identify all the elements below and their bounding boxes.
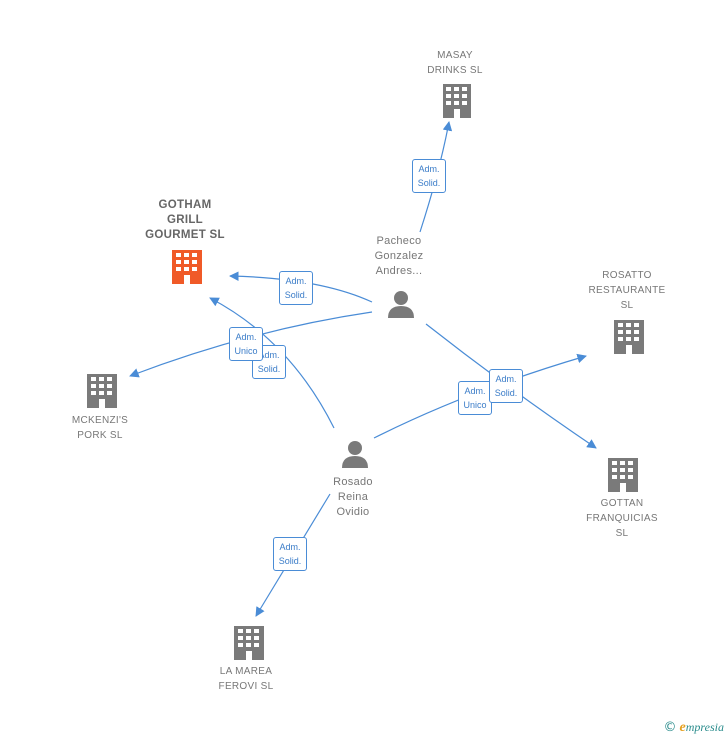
edge-label-rosado-lamarea: Adm. Solid. (273, 537, 307, 571)
node-label-lamarea[interactable]: LA MAREA FEROVI SL (218, 666, 274, 692)
building-icon-rosatto (614, 320, 644, 354)
edge-label-rosado-rosatto: Adm. Unico (458, 381, 492, 415)
brand-name: mpresia (685, 720, 724, 734)
node-label-gotham[interactable]: GOTHAM GRILL GOURMET SL (145, 199, 225, 241)
building-icon-mckenzis (87, 374, 117, 408)
edge-label-pacheco-masay: Adm. Solid. (412, 159, 446, 193)
brand-initial: e (679, 720, 686, 735)
edge-label-pacheco-gotham: Adm. Solid. (279, 271, 313, 305)
node-label-masay[interactable]: MASAY DRINKS SL (427, 50, 483, 76)
brand-footer: ©empresia (664, 720, 724, 736)
edges (129, 121, 597, 617)
node-label-rosado[interactable]: Rosado Reina Ovidio (333, 476, 373, 518)
person-icon-pacheco (388, 291, 414, 318)
person-icon-rosado (342, 441, 368, 468)
node-label-pacheco[interactable]: Pacheco Gonzalez Andres... (374, 235, 424, 277)
edge-label-pacheco-gottan: Adm. Solid. (489, 369, 523, 403)
node-label-mckenzis[interactable]: MCKENZI'S PORK SL (71, 415, 129, 441)
building-icon-lamarea (234, 626, 264, 660)
edge-label-pacheco-mckenzis: Adm. Unico (229, 327, 263, 361)
building-icon-gottan (608, 458, 638, 492)
copyright-icon: © (663, 720, 677, 735)
node-label-rosatto[interactable]: ROSATTO RESTAURANTE SL (588, 270, 666, 311)
building-icon-masay (443, 84, 471, 118)
building-icon-gotham (172, 250, 202, 284)
node-label-gottan[interactable]: GOTTAN FRANQUICIAS SL (586, 498, 658, 539)
